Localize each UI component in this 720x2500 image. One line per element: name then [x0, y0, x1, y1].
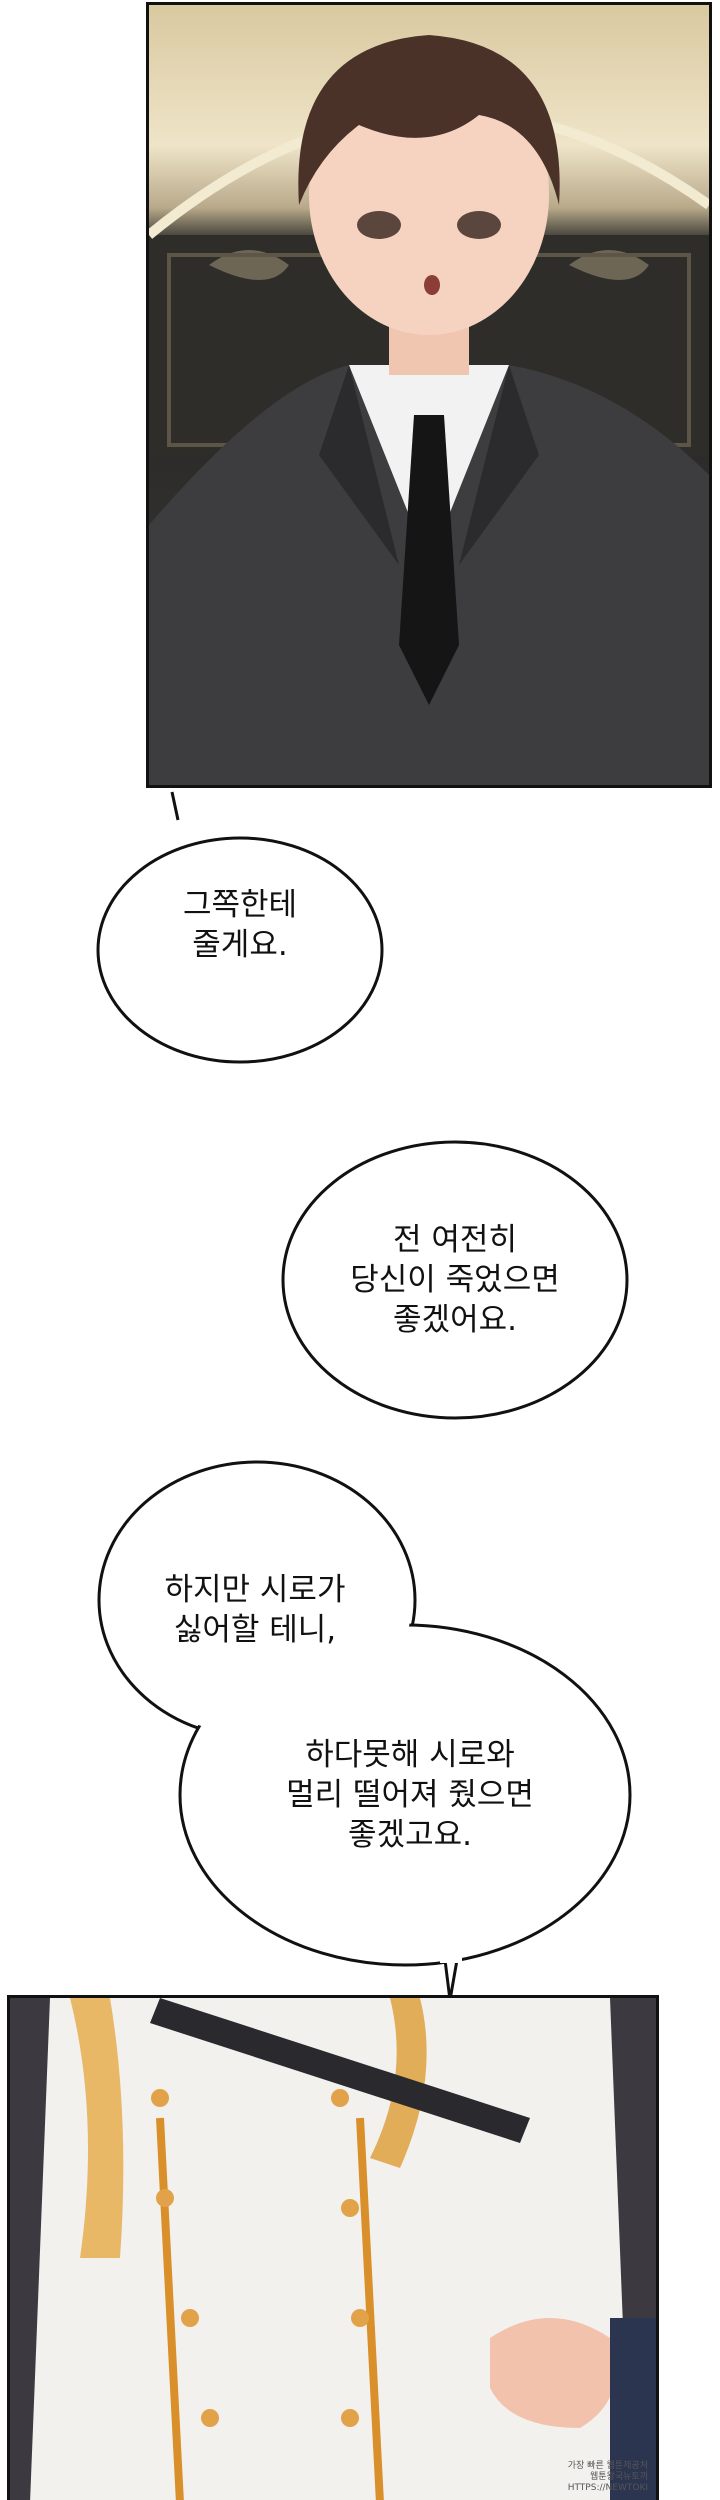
speech-bubble-3-4 — [97, 1460, 632, 2001]
bubble-4-text: 하다못해 시로와 멀리 떨어져 줬으면 좋겠고요. — [286, 1737, 534, 1853]
top-panel-man-in-suit — [146, 2, 712, 788]
speech-bubble-2 — [281, 1140, 629, 1420]
bubble-1-text: 그쪽한테 줄게요. — [182, 887, 298, 963]
bubble-2-text: 전 여전히 당신이 죽었으면 좋겠어요. — [350, 1222, 560, 1338]
man-in-suit-illustration — [149, 35, 709, 785]
speech-bubble-1 — [96, 791, 384, 1064]
bottom-panel-white-uniform: 가장 빠른 웹툰제공처 웹툰왕국뉴토끼 HTTPS://NEWTOKI — [7, 1995, 659, 2500]
watermark: 가장 빠른 웹툰제공처 웹툰왕국뉴토끼 HTTPS://NEWTOKI — [567, 2461, 648, 2493]
bubble-3-text: 하지만 시로가 싫어할 테니, — [164, 1572, 346, 1648]
white-uniform-illustration — [10, 1998, 656, 2500]
